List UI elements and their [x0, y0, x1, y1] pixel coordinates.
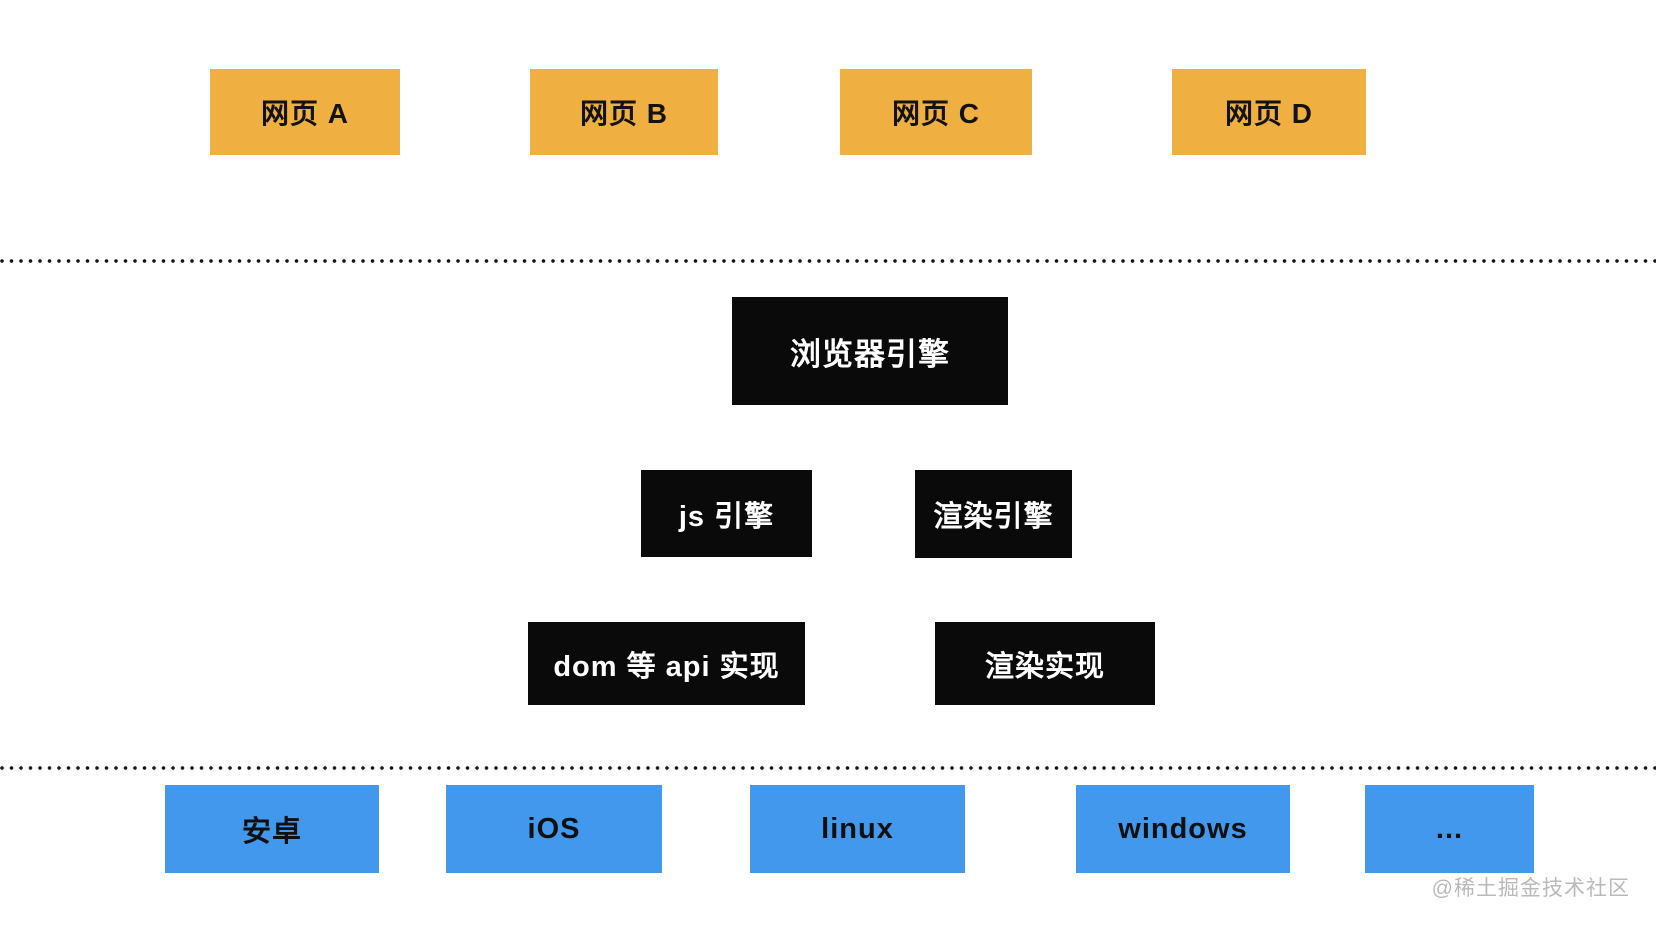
webpage-d-box: 网页 D	[1172, 69, 1366, 155]
dotted-divider-top	[0, 259, 1656, 263]
platform-linux-box: linux	[750, 785, 965, 873]
platform-more-box: ...	[1365, 785, 1534, 873]
webpage-b-box: 网页 B	[530, 69, 718, 155]
platform-android-box: 安卓	[165, 785, 379, 873]
dom-api-impl-box: dom 等 api 实现	[528, 622, 805, 705]
platform-ios-box: iOS	[446, 785, 662, 873]
dotted-divider-bottom	[0, 766, 1656, 770]
browser-engine-box: 浏览器引擎	[732, 297, 1008, 405]
webpage-c-box: 网页 C	[840, 69, 1032, 155]
render-engine-box: 渲染引擎	[915, 470, 1072, 558]
render-impl-box: 渲染实现	[935, 622, 1155, 705]
webpage-a-box: 网页 A	[210, 69, 400, 155]
watermark: @稀土掘金技术社区	[1431, 877, 1630, 900]
js-engine-box: js 引擎	[641, 470, 812, 557]
platform-windows-box: windows	[1076, 785, 1290, 873]
